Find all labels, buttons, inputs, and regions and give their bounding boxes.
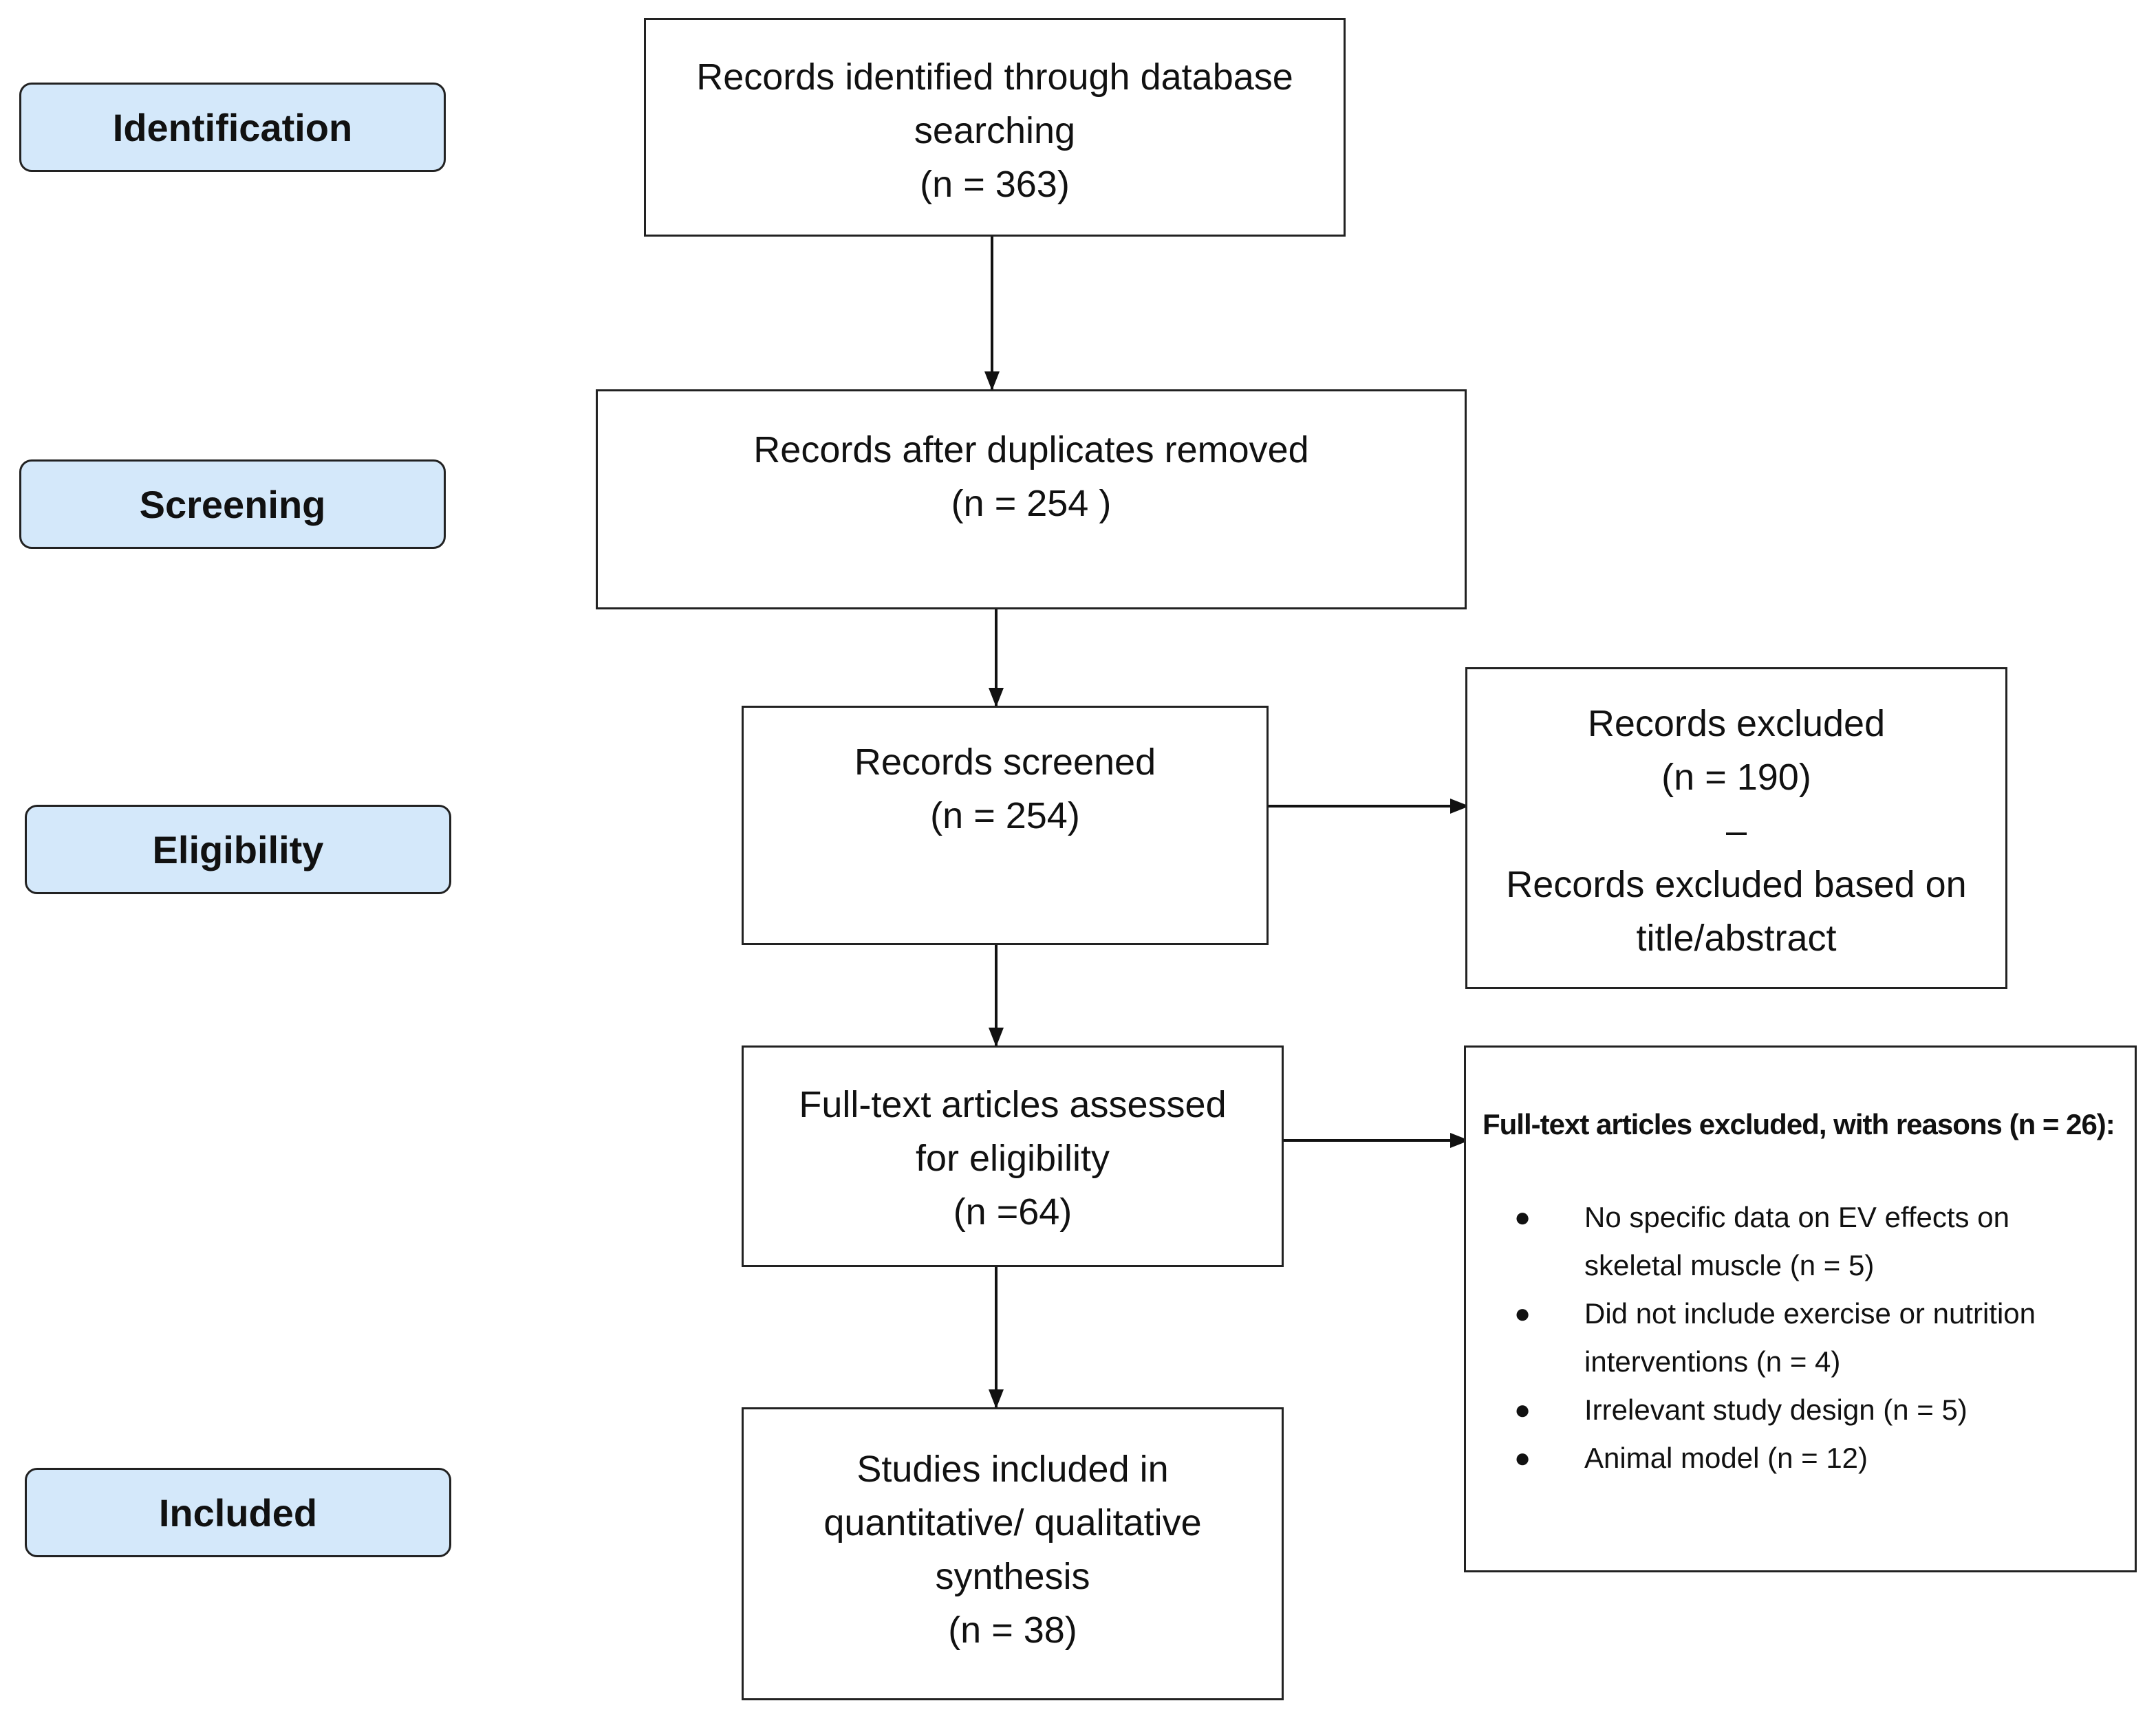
full-text-excluded-box: Full-text articles excluded, with reason…	[1464, 1045, 2137, 1572]
reason-item: ● No specific data on EV effects on skel…	[1507, 1193, 2107, 1290]
studies-included-box: Studies included in quantitative/ qualit…	[742, 1407, 1284, 1700]
bullet-icon: ●	[1514, 1202, 1531, 1233]
box-line: (n = 190)	[1661, 757, 1811, 798]
box-line: quantitative/ qualitative	[823, 1502, 1202, 1543]
stage-label-included: Included	[25, 1468, 451, 1557]
box-line: Records screened	[854, 741, 1156, 783]
box-line: for eligibility	[915, 1138, 1110, 1179]
bullet-icon: ●	[1514, 1395, 1531, 1425]
records-screened-box: Records screened (n = 254)	[742, 706, 1269, 945]
box-line: Records excluded based on	[1506, 864, 1967, 905]
box-line: (n = 254)	[930, 795, 1080, 836]
reason-text: Irrelevant study design (n = 5)	[1584, 1394, 1968, 1426]
box-line: Records excluded	[1587, 703, 1886, 744]
stage-label-screening: Screening	[19, 459, 446, 549]
reason-text: No specific data on EV effects on skelet…	[1584, 1201, 2009, 1281]
records-excluded-box: Records excluded (n = 190) – Records exc…	[1465, 667, 2007, 989]
box-line: Full-text articles assessed	[799, 1084, 1227, 1125]
box-line: Studies included in	[856, 1449, 1169, 1490]
reason-text: Did not include exercise or nutrition in…	[1584, 1297, 2036, 1378]
box-line: searching	[914, 110, 1076, 151]
box-line: (n = 38)	[948, 1610, 1077, 1651]
box-line: (n =64)	[953, 1191, 1072, 1233]
reason-list: ● No specific data on EV effects on skel…	[1507, 1193, 2107, 1482]
records-identified-box: Records identified through database sear…	[644, 18, 1346, 237]
box-line: –	[1725, 810, 1747, 852]
full-text-assessed-box: Full-text articles assessed for eligibil…	[742, 1045, 1284, 1267]
box-line: synthesis	[935, 1556, 1090, 1597]
stage-label-eligibility: Eligibility	[25, 805, 451, 894]
box-line: (n = 363)	[920, 164, 1070, 205]
bullet-icon: ●	[1514, 1299, 1531, 1329]
bullet-icon: ●	[1514, 1443, 1531, 1473]
reason-item: ● Did not include exercise or nutrition …	[1507, 1290, 2107, 1386]
reason-text: Animal model (n = 12)	[1584, 1442, 1868, 1474]
stage-label-identification: Identification	[19, 83, 446, 172]
box-line: Records identified through database	[696, 56, 1293, 98]
box-line: (n = 254 )	[951, 483, 1112, 524]
reason-item: ● Irrelevant study design (n = 5)	[1507, 1386, 2107, 1434]
reason-item: ● Animal model (n = 12)	[1507, 1434, 2107, 1482]
box-line: title/abstract	[1636, 918, 1837, 959]
reasons-title: Full-text articles excluded, with reason…	[1483, 1108, 2115, 1140]
records-after-duplicates-box: Records after duplicates removed (n = 25…	[596, 389, 1467, 609]
box-line: Records after duplicates removed	[753, 429, 1309, 470]
